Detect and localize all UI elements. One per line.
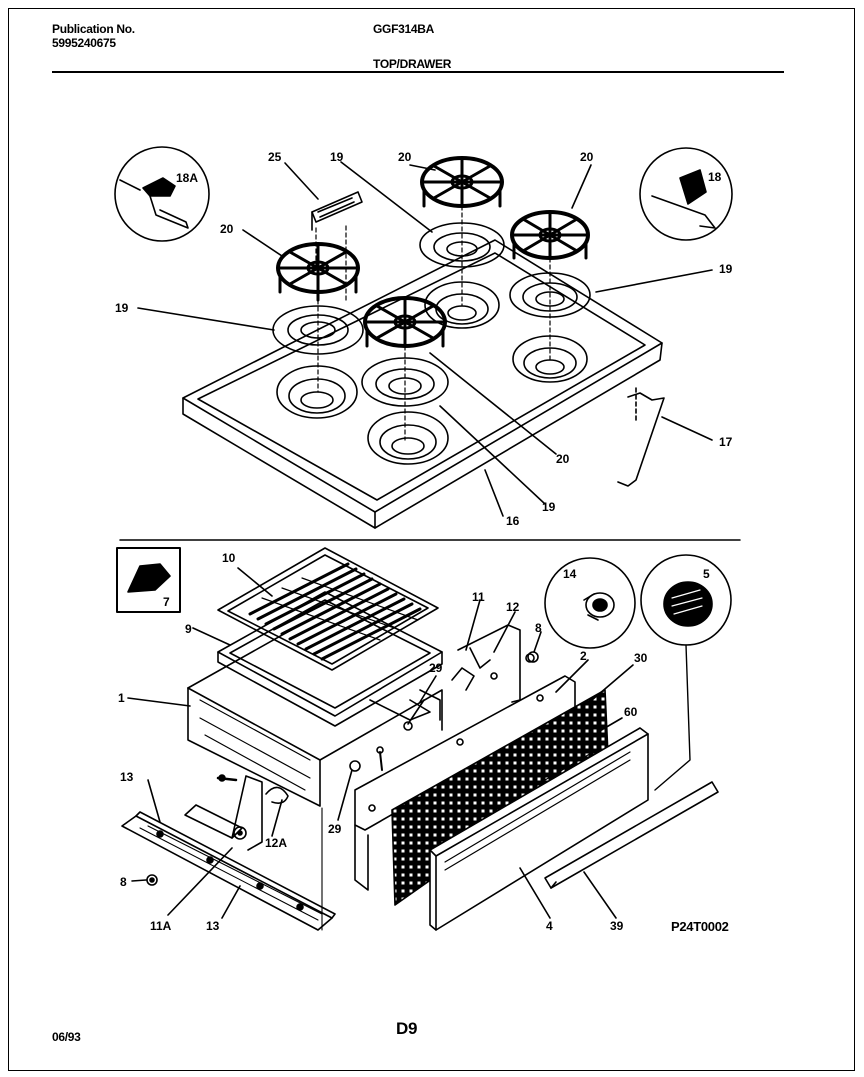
- clip-12a: [265, 786, 289, 804]
- callout-8: 8: [120, 875, 127, 889]
- drawer-glide-11a: [184, 775, 263, 851]
- callout-25: 25: [268, 150, 282, 164]
- callout-20: 20: [556, 452, 570, 466]
- callout-12: 12: [506, 600, 520, 614]
- inset-7: [116, 547, 181, 613]
- callout-11: 11: [472, 590, 485, 604]
- assembly-line: [315, 205, 551, 441]
- callout-7: 7: [163, 595, 170, 609]
- callout-4: 4: [546, 919, 553, 933]
- publication-label: Publication No.: [52, 22, 135, 36]
- nut-8: [146, 874, 158, 886]
- callout-60: 60: [624, 705, 638, 719]
- callout-20: 20: [398, 150, 412, 164]
- burner-bowl: [276, 365, 358, 419]
- drawer-rail-13: [121, 811, 336, 931]
- rod-17: [617, 387, 665, 487]
- callout-20: 20: [580, 150, 594, 164]
- callout-9: 9: [185, 622, 192, 636]
- header-rule: [52, 71, 784, 73]
- page-border: [8, 8, 855, 1071]
- drawer-front-4: [429, 727, 649, 931]
- publication-number: 5995240675: [52, 36, 116, 50]
- callout-12a: 12A: [265, 836, 287, 850]
- burner-grate-20: [363, 296, 447, 348]
- callout-29: 29: [429, 661, 443, 675]
- callout-18a: 18A: [176, 171, 198, 185]
- section-title: TOP/DRAWER: [373, 57, 452, 71]
- callout-13: 13: [206, 919, 220, 933]
- callout-13: 13: [120, 770, 134, 784]
- callout-8: 8: [535, 621, 542, 635]
- inset-14: [544, 557, 636, 649]
- model-number: GGF314BA: [373, 22, 434, 36]
- bracket-25: [311, 191, 363, 231]
- screw: [216, 774, 238, 782]
- nut-8: [527, 651, 539, 663]
- callout-labels: 18A 25 19 20 20 18 20 19 19 17 20 19 16 …: [115, 150, 733, 933]
- broiler-pan-9: [217, 591, 443, 727]
- burner-grate-20: [276, 242, 360, 302]
- handle-39: [544, 781, 719, 889]
- bracket-11-12: [451, 624, 535, 703]
- inset-18a: [114, 146, 210, 242]
- callout-29: 29: [328, 822, 342, 836]
- callout-17: 17: [719, 435, 733, 449]
- screw-29: [376, 699, 425, 771]
- callout-18: 18: [708, 170, 722, 184]
- callout-5: 5: [703, 567, 710, 581]
- callout-19: 19: [542, 500, 556, 514]
- callout-14: 14: [563, 567, 577, 581]
- drawer-body-1: [187, 624, 443, 807]
- callout-19: 19: [330, 150, 344, 164]
- inset-5: [640, 554, 732, 646]
- footer-date: 06/93: [52, 1030, 81, 1044]
- callout-1: 1: [118, 691, 125, 705]
- callout-2: 2: [580, 649, 587, 663]
- callout-11a: 11A: [150, 919, 172, 933]
- callout-30: 30: [634, 651, 648, 665]
- burner-grate-20: [420, 156, 504, 208]
- callout-20: 20: [220, 222, 234, 236]
- diagram-code: P24T0002: [671, 919, 729, 934]
- callout-19: 19: [719, 262, 733, 276]
- page-number: D9: [396, 1019, 418, 1038]
- burner-bowl: [367, 411, 449, 465]
- burner-grate-20: [510, 210, 590, 260]
- callout-19: 19: [115, 301, 129, 315]
- broiler-pan-10: [217, 547, 439, 671]
- callout-16: 16: [506, 514, 520, 528]
- cooktop-panel: [182, 239, 663, 529]
- callout-39: 39: [610, 919, 624, 933]
- callout-10: 10: [222, 551, 236, 565]
- inset-18: [639, 147, 733, 241]
